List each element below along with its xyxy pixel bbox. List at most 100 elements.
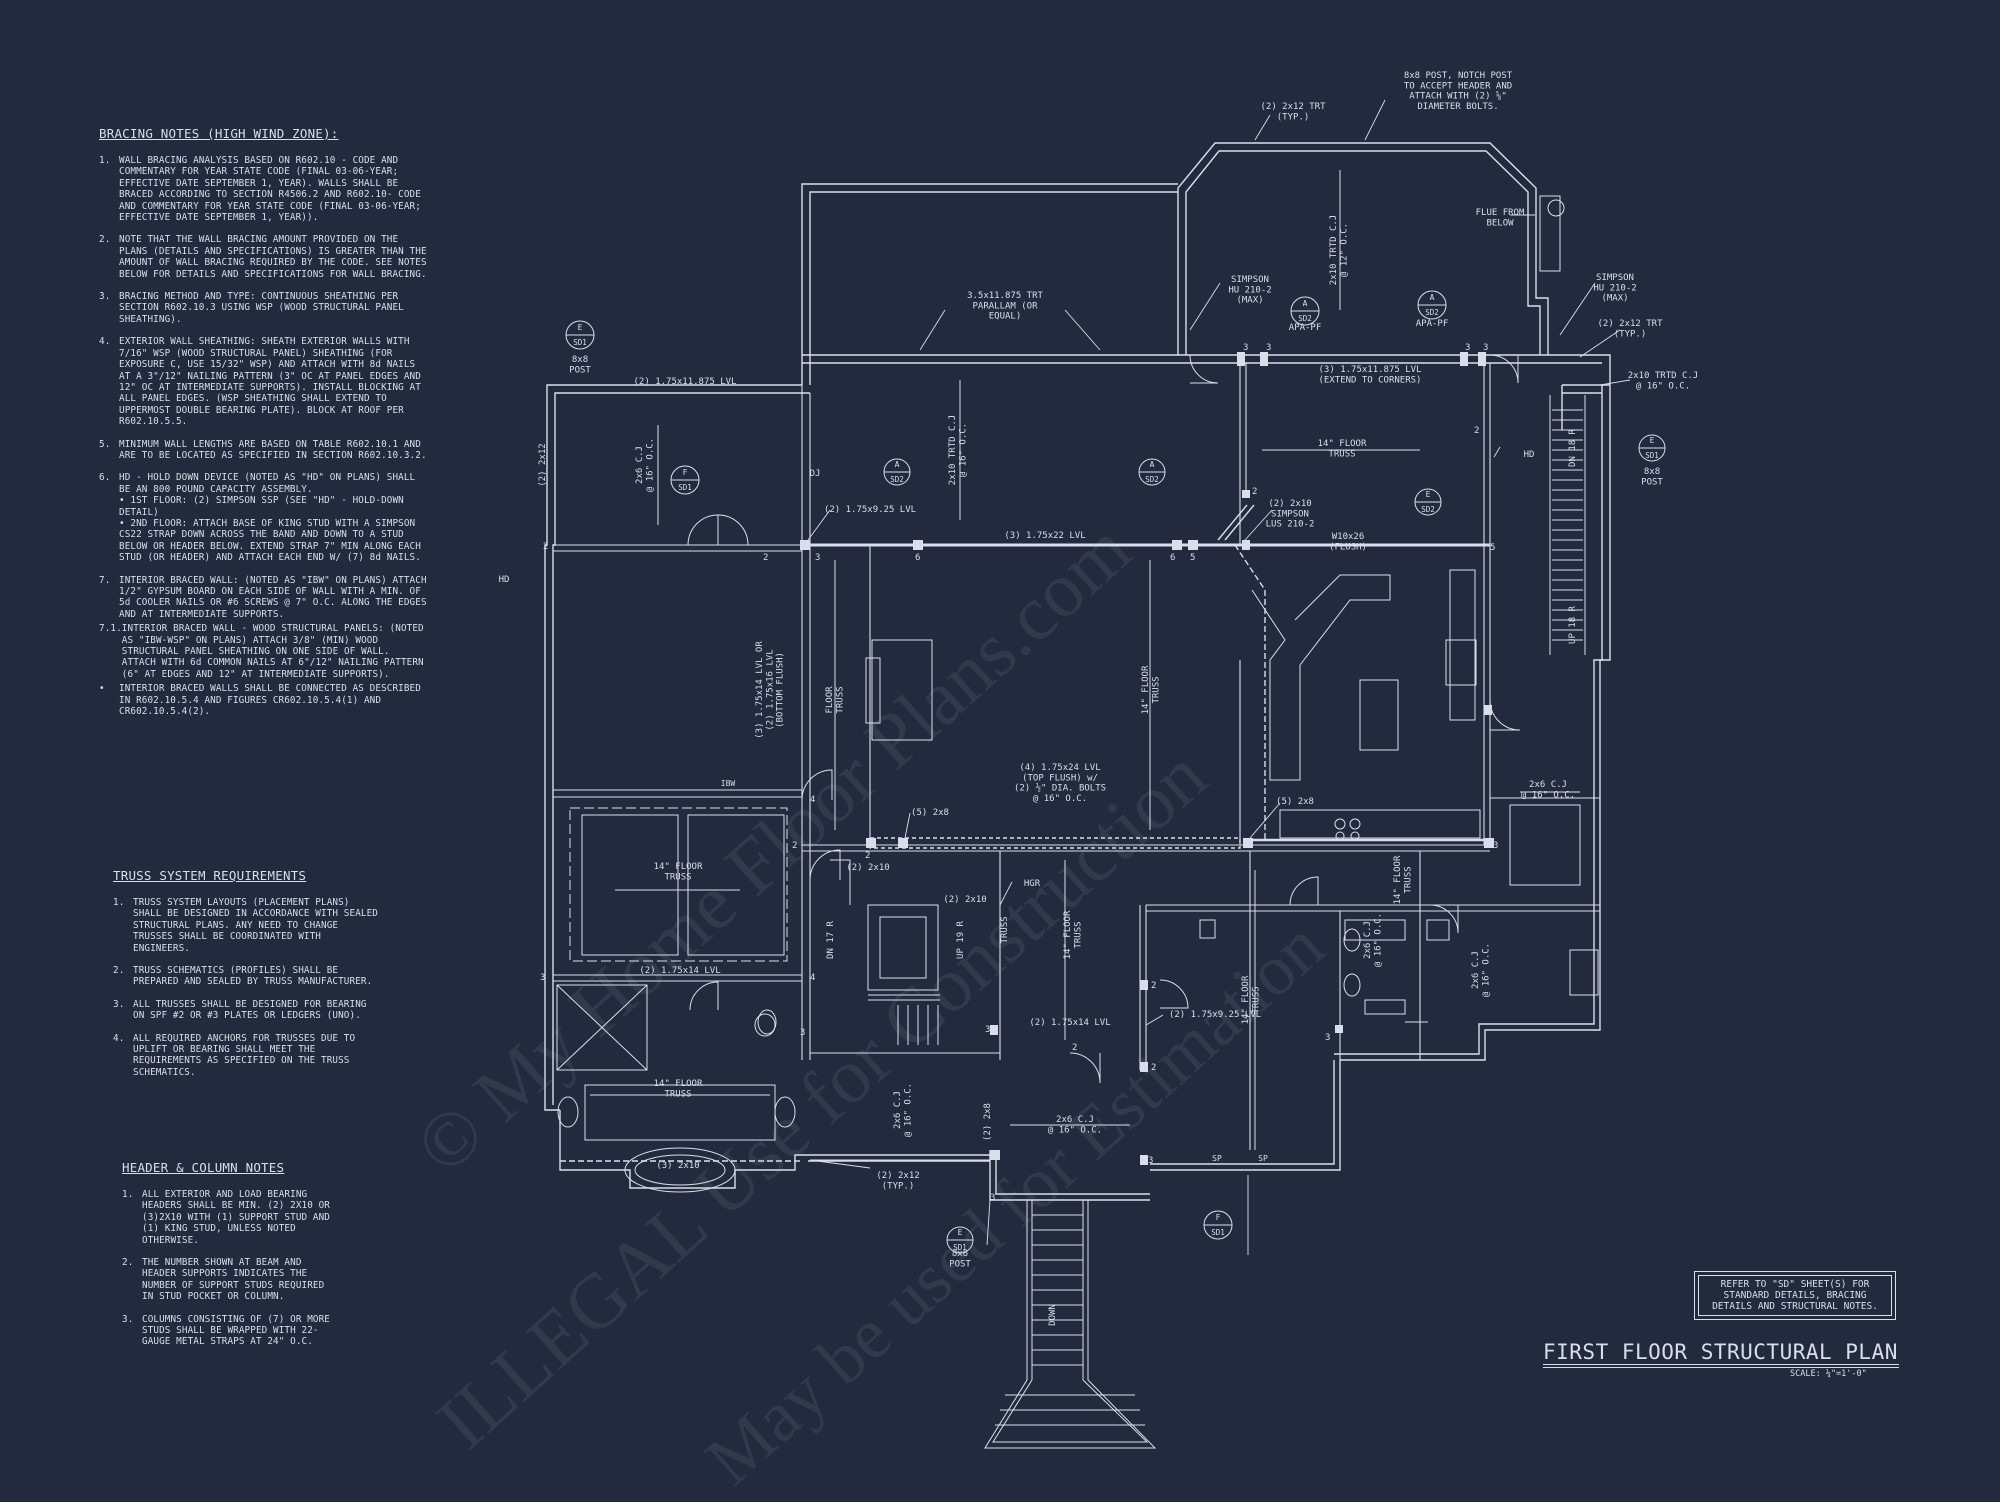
label-sp-b: SP	[1258, 1154, 1268, 1163]
plan-labels-rotated: 2x10 TRTD C.J@ 12" O.C. 2x6 C.J@ 16" O.C…	[538, 215, 1578, 1326]
callout-e-sd1-b: E SD1	[1638, 434, 1666, 462]
truss-notes-title: TRUSS SYSTEM REQUIREMENTS	[113, 868, 307, 883]
callout-f-sd1-b: F SD1	[1203, 1210, 1233, 1240]
svg-text:SD1: SD1	[1211, 1228, 1225, 1237]
svg-text:A: A	[1150, 460, 1155, 469]
bracing-note: 6.HD - HOLD DOWN DEVICE (NOTED AS "HD" O…	[99, 472, 421, 564]
interior-walls	[553, 363, 1600, 1161]
bracing-note: 7.1.INTERIOR BRACED WALL - WOOD STRUCTUR…	[99, 623, 424, 680]
stud-count: 6	[1170, 553, 1175, 563]
truss-note: 1.TRUSS SYSTEM LAYOUTS (PLACEMENT PLANS)…	[113, 897, 378, 954]
bracing-notes-title: BRACING NOTES (HIGH WIND ZONE):	[99, 126, 339, 141]
stud-count: 3	[1483, 343, 1488, 353]
stud-count: 5	[1490, 543, 1495, 553]
stud-count: 2	[865, 851, 870, 861]
label-lvl-extend: (3) 1.75x11.875 LVL(EXTEND TO CORNERS)	[1319, 365, 1422, 385]
label-cj-2x6-left: 2x6 C.J@ 16" O.C.	[635, 438, 655, 492]
label-down-stair: DOWN	[1048, 1304, 1058, 1326]
stud-count: 2	[1252, 487, 1257, 497]
stud-count: 3	[1325, 1033, 1330, 1043]
label-trt-2x12-top: (2) 2x12 TRT(TYP.)	[1260, 102, 1326, 122]
label-up-18r: UP 18 R	[1568, 605, 1578, 644]
label-lvl-top-flush: (4) 1.75x24 LVL(TOP FLUSH) w/(2) ½" DIA.…	[1014, 763, 1106, 804]
fixtures	[556, 195, 1599, 1193]
callout-a-sd2-b: A SD2	[1417, 290, 1447, 320]
label-apa-left: APA-PF	[1289, 323, 1322, 333]
label-cj-2x10-center: 2x10 TRTD C.J@ 16" O.C.	[948, 415, 968, 485]
bracing-note: 5.MINIMUM WALL LENGTHS ARE BASED ON TABL…	[99, 438, 427, 461]
header-column-note: 3.COLUMNS CONSISTING OF (7) OR MORE STUD…	[122, 1313, 331, 1348]
label-lvl-1-75x9-25: (2) 1.75x9.25 LVL	[824, 505, 916, 515]
svg-text:F: F	[1216, 1213, 1221, 1222]
stud-count: 3	[1148, 1156, 1153, 1166]
stud-count: 2	[1151, 981, 1156, 991]
truss-note: 4.ALL REQUIRED ANCHORS FOR TRUSSES DUE T…	[113, 1032, 356, 1078]
svg-text:E: E	[1650, 436, 1655, 445]
svg-text:E: E	[578, 323, 583, 332]
svg-text:SD2: SD2	[1425, 308, 1439, 317]
label-w10x26: W10x26(FLUSH)	[1329, 532, 1367, 552]
label-lvl-west: (2) 1.75x11.875 LVL	[634, 377, 737, 387]
label-two-2x12-bottom: (2) 2x12(TYP.)	[876, 1171, 919, 1191]
stud-count: 4	[810, 795, 815, 805]
svg-text:SD1: SD1	[678, 483, 692, 492]
stud-count: 3	[815, 553, 820, 563]
label-lvl-1-75x14-a: (2) 1.75x14 LVL	[639, 966, 720, 976]
stud-count: 2	[1474, 426, 1479, 436]
svg-text:E: E	[958, 1228, 963, 1237]
callout-e-sd1-c: E SD1	[946, 1226, 974, 1254]
svg-text:SD1: SD1	[1645, 451, 1659, 460]
label-two-2x12-west: (2) 2x12	[538, 443, 548, 486]
exterior-walls	[544, 142, 1611, 1201]
header-column-note: 2.THE NUMBER SHOWN AT BEAM AND HEADER SU…	[122, 1257, 325, 1303]
stud-count: 3	[1493, 841, 1498, 851]
stud-count: 6	[915, 553, 920, 563]
label-cj-2x6-bath: 2x6 C.J@ 16" O.C.	[1363, 913, 1383, 967]
stud-count: 2	[543, 542, 548, 552]
stud-count: 3	[985, 1025, 990, 1035]
bracing-note: 1.WALL BRACING ANALYSIS BASED ON R602.10…	[99, 155, 421, 224]
label-two-2x10-b: (2) 2x10	[943, 895, 986, 905]
stud-count: 2	[763, 553, 768, 563]
label-five-2x8-a: (5) 2x8	[911, 808, 949, 818]
label-cj-nook: 2x10 TRTD C.J@ 12" O.C.	[1329, 215, 1349, 285]
header-column-notes: HEADER & COLUMN NOTES 1.ALL EXTERIOR AND…	[122, 1160, 337, 1359]
label-floor-truss-v1: FLOORTRUSS	[825, 686, 845, 714]
bracing-notes: BRACING NOTES (HIGH WIND ZONE): 1.WALL B…	[99, 126, 429, 728]
svg-text:SD2: SD2	[1421, 505, 1435, 514]
svg-text:A: A	[1303, 299, 1308, 308]
bracing-note: 4.EXTERIOR WALL SHEATHING: SHEATH EXTERI…	[99, 336, 421, 428]
label-lvl-1-75x22: (3) 1.75x22 LVL	[1004, 531, 1085, 541]
svg-text:A: A	[895, 460, 900, 469]
label-cj-2x6-laundry: 2x6 C.J@ 16" O.C.	[1471, 943, 1491, 997]
label-floor-truss-mid: 14" FLOORTRUSS	[1063, 910, 1083, 959]
stud-markers	[800, 352, 1494, 1165]
label-five-2x8-b: (5) 2x8	[1276, 797, 1314, 807]
plan-scale: SCALE: ¼"=1'-0"	[1790, 1369, 1867, 1379]
label-dj: DJ	[810, 469, 821, 479]
label-two-2x8: (2) 2x8	[983, 1103, 993, 1141]
label-apa-right: APA-PF	[1416, 319, 1449, 329]
callout-f-sd1-a: F SD1	[670, 465, 700, 495]
truss-note: 2.TRUSS SCHEMATICS (PROFILES) SHALL BE P…	[113, 965, 373, 988]
label-three-2x10: (3) 2x10	[656, 1161, 699, 1171]
stud-count: 3	[1243, 343, 1248, 353]
span-arrows	[590, 170, 1580, 1150]
label-truss-small: TRUSS	[1000, 916, 1010, 943]
stud-count: 2	[1151, 1063, 1156, 1073]
label-ibw: IBW	[721, 779, 736, 788]
stud-count: 4	[810, 973, 815, 983]
label-lvl-1-75x9-25-b: (2) 1.75x9.25 LVL	[1169, 1010, 1261, 1020]
label-two-2x10-a: (2) 2x10	[846, 863, 889, 873]
callout-a-sd2-c: A SD2	[883, 458, 911, 486]
refer-note: REFER TO "SD" SHEET(S) FOR STANDARD DETA…	[1694, 1271, 1896, 1320]
svg-text:SD2: SD2	[1298, 314, 1312, 323]
bracing-note: 2.NOTE THAT THE WALL BRACING AMOUNT PROV…	[99, 234, 427, 280]
